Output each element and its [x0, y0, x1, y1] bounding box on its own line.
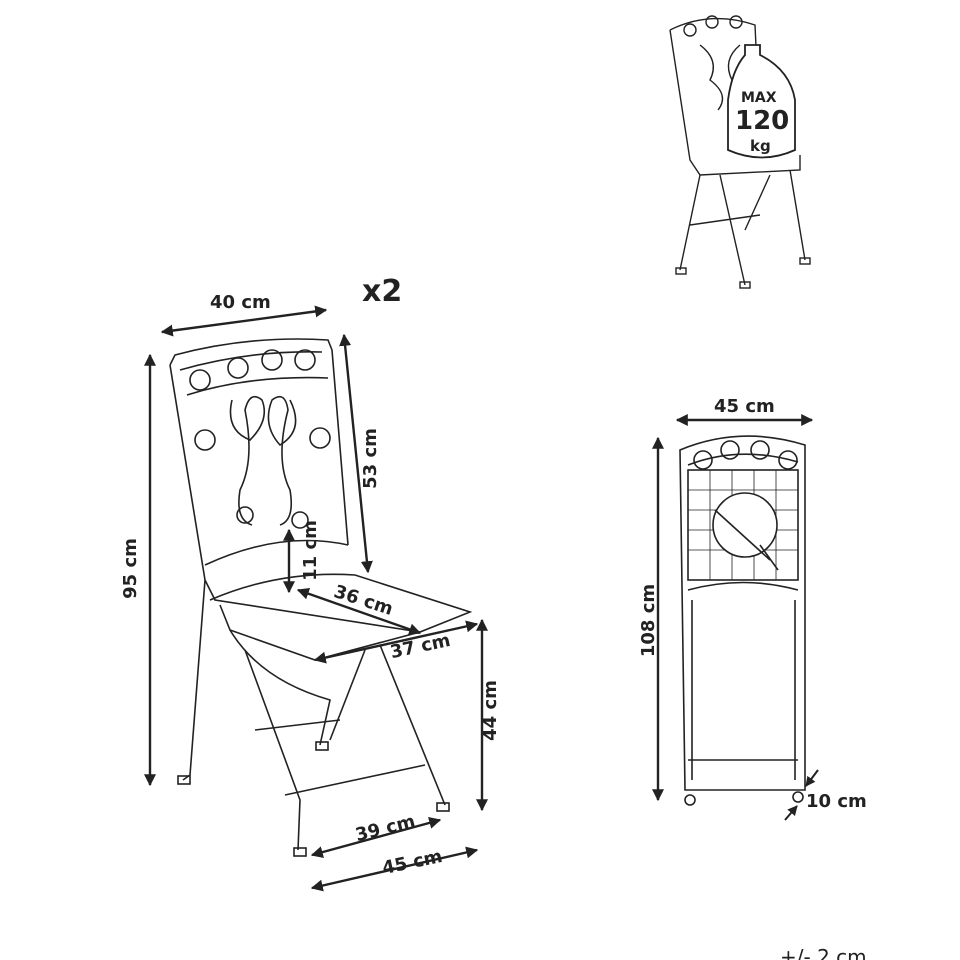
- weight-chair-illustration: [669, 15, 811, 289]
- main-width-label: 40 cm: [210, 292, 271, 313]
- main-height-label: 95 cm: [119, 538, 141, 599]
- folded-chair-dimension-arrows: [652, 414, 814, 802]
- seat-height-label: 44 cm: [479, 680, 501, 741]
- weight-unit-label: kg: [750, 137, 771, 155]
- tolerance-label: +/- 2 cm: [780, 945, 867, 960]
- main-chair-dimension-arrows: [144, 305, 488, 892]
- seat-gap-label: 11 cm: [299, 520, 321, 581]
- depth-arrows: [784, 769, 819, 821]
- weight-value-label: 120: [735, 106, 790, 136]
- backrest-height-label: 53 cm: [359, 428, 381, 489]
- folded-chair-illustration: [679, 435, 806, 806]
- quantity-label: x2: [362, 274, 403, 309]
- main-chair-illustration: [169, 338, 473, 857]
- folded-height-label: 108 cm: [638, 583, 660, 658]
- weight-max-label: MAX: [741, 90, 777, 106]
- folded-width-label: 45 cm: [714, 396, 775, 417]
- folded-depth-label: 10 cm: [806, 791, 867, 812]
